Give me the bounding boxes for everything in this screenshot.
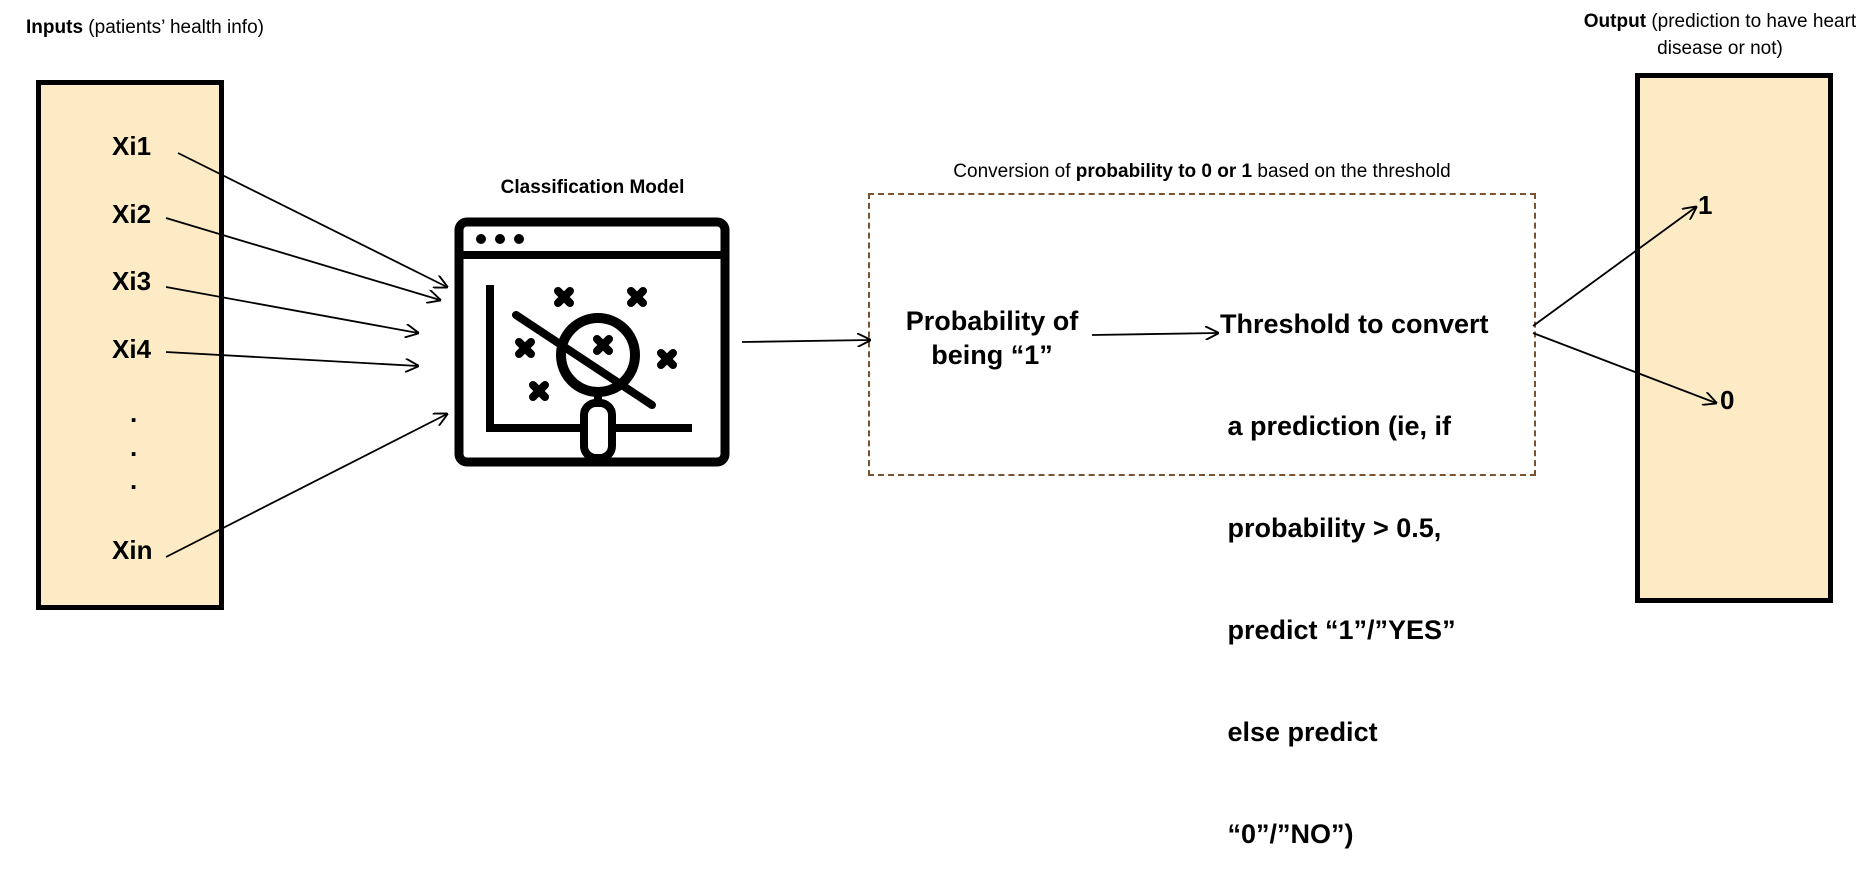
ellipsis-dot-2: . [130,432,138,462]
probability-line-2: being “1” [931,340,1053,370]
model-title: Classification Model [500,177,685,198]
conversion-caption-pre: Conversion of [953,161,1071,182]
output-header: Output (prediction to have heart disease… [1580,8,1860,62]
arrow-xi2-to-model [165,217,440,300]
threshold-line-1: Threshold to convert [1220,309,1489,339]
inputs-title: Inputs [26,17,84,38]
output-title: Output [1583,11,1647,32]
probability-line-1: Probability of [905,306,1079,336]
output-class-one: 1 [1698,190,1713,220]
arrow-xin-to-model [165,414,447,558]
output-box [1635,73,1833,603]
inputs-header: Inputs (patients’ health info) [20,14,270,41]
threshold-line-6: “0”/”NO”) [1220,819,1354,849]
arrow-xi1-to-model [177,152,447,287]
threshold-line-2: a prediction (ie, if [1220,411,1452,441]
output-description: (prediction to have heart disease or not… [1651,11,1857,59]
conversion-caption-post: based on the threshold [1257,161,1451,182]
threshold-line-5: else predict [1220,717,1378,747]
connector-arrows [165,152,1869,558]
threshold-line-3: probability > 0.5, [1220,513,1442,543]
arrow-xi4-to-model [165,351,418,366]
feature-label-2: Xi2 [112,199,152,229]
magnifier-chart-icon [454,217,730,467]
inputs-description: (patients’ health info) [88,17,264,38]
probability-text: Probability of being “1” [892,304,1092,372]
feature-label-4: Xi4 [112,334,152,364]
conversion-caption-bold: probability to 0 or 1 [1075,161,1253,182]
feature-label-1: Xi1 [112,131,152,161]
arrow-threshold-to-zero [1532,332,1716,403]
arrow-xi3-to-model [165,286,418,333]
arrow-threshold-to-one [1532,207,1696,327]
feature-label-3: Xi3 [112,266,152,296]
feature-label-n: Xin [112,535,153,565]
ellipsis-dot-3: . [130,465,138,495]
conversion-caption: Conversion of probability to 0 or 1 base… [860,158,1544,185]
ellipsis-dot-1: . [130,398,138,428]
inputs-box [36,80,224,610]
output-class-zero: 0 [1720,385,1735,415]
arrow-model-to-conversion [741,340,870,342]
arrow-probability-to-threshold [1091,333,1218,335]
